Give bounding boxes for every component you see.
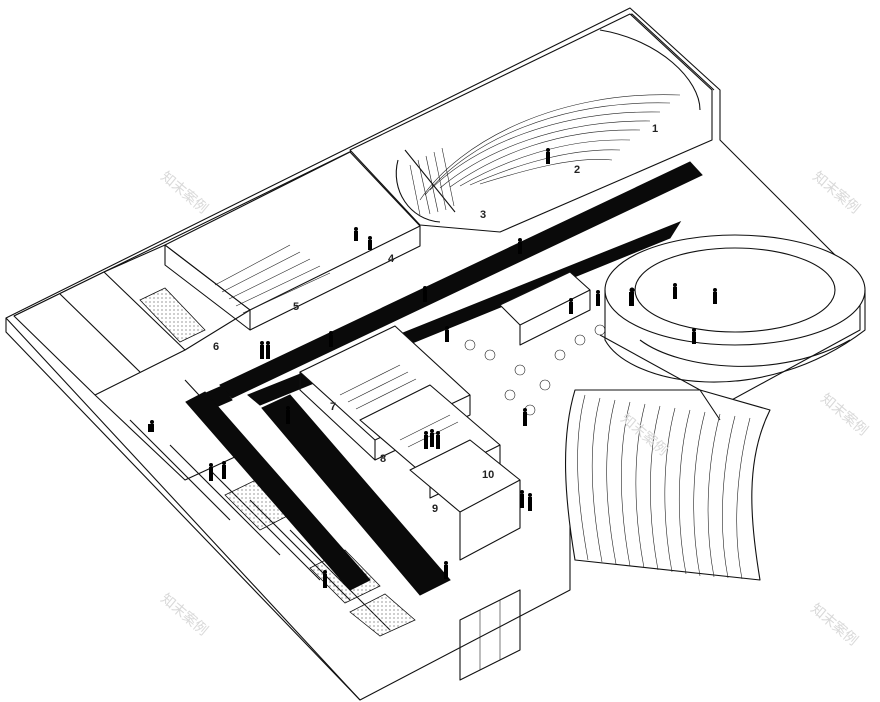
central-rooms: 7 8 9 10 — [299, 325, 521, 561]
cafe-bar — [464, 271, 606, 416]
auditorium: 1 2 3 — [349, 13, 713, 233]
top-rooms: 4 5 6 — [164, 151, 421, 353]
room-number: 6 — [213, 341, 219, 353]
watermark-text: 知末案例 — [157, 590, 211, 639]
watermark-text: 知末案例 — [157, 168, 211, 217]
watermark-text: 知末案例 — [807, 600, 861, 649]
room-number: 5 — [293, 301, 299, 313]
room-number: 8 — [380, 453, 386, 465]
room-number: 2 — [574, 164, 580, 176]
watermark-text: 知末案例 — [809, 168, 863, 217]
room-number: 3 — [480, 209, 486, 221]
left-rooms — [13, 244, 251, 481]
room-number: 7 — [330, 401, 336, 413]
room-number: 4 — [388, 253, 395, 265]
watermark-text: 知末案例 — [817, 390, 871, 439]
amphitheater-steps — [565, 334, 771, 581]
oval-lounge — [604, 234, 866, 383]
room-number: 9 — [432, 503, 438, 515]
room-number: 1 — [652, 123, 658, 135]
room-number: 10 — [482, 469, 494, 481]
people — [148, 148, 717, 588]
entrance — [459, 589, 521, 681]
